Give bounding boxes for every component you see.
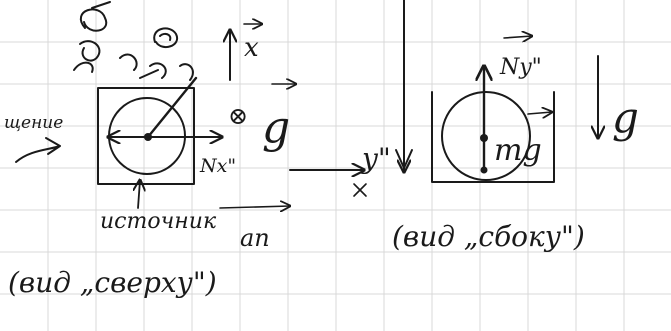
scribble-top-left — [73, 1, 111, 73]
side-center-dot — [480, 134, 488, 142]
side-view-container — [431, 91, 555, 183]
scribble-top-right — [119, 27, 194, 81]
source-label: источник — [100, 209, 217, 234]
side-view-wheel — [441, 91, 531, 181]
right-view: Ny" mg g (вид „сбоку") — [392, 36, 639, 253]
mg-label: mg — [494, 133, 542, 168]
ny-overline — [503, 36, 532, 38]
nx-label: Nx" — [199, 155, 236, 177]
middle-section: y" — [289, 0, 413, 197]
an-label: an — [240, 224, 270, 252]
an-overline — [219, 206, 290, 208]
friction-label: щение — [4, 113, 63, 133]
source-pointer — [138, 180, 140, 209]
caption-side-view: (вид „сбоку") — [392, 220, 585, 253]
wheel-radius-line — [146, 76, 198, 139]
y-label: y" — [360, 142, 391, 175]
g-label-right: g — [612, 93, 639, 142]
y-star-mark — [353, 183, 367, 197]
into-page-symbol: ⊗ — [228, 102, 248, 130]
g-label-left: g — [262, 102, 290, 153]
friction-curve-arrow — [15, 137, 61, 163]
side-bottom-dot — [480, 166, 488, 174]
side-tick — [395, 149, 413, 169]
caption-top-view: (вид „сверху") — [8, 266, 217, 299]
x-vector-label: x — [244, 33, 259, 63]
mg-overline — [527, 112, 552, 114]
ny-label: Ny" — [499, 55, 542, 80]
left-view: x щение Nx" ⊗ g источник an (вид „сверху… — [4, 1, 296, 299]
